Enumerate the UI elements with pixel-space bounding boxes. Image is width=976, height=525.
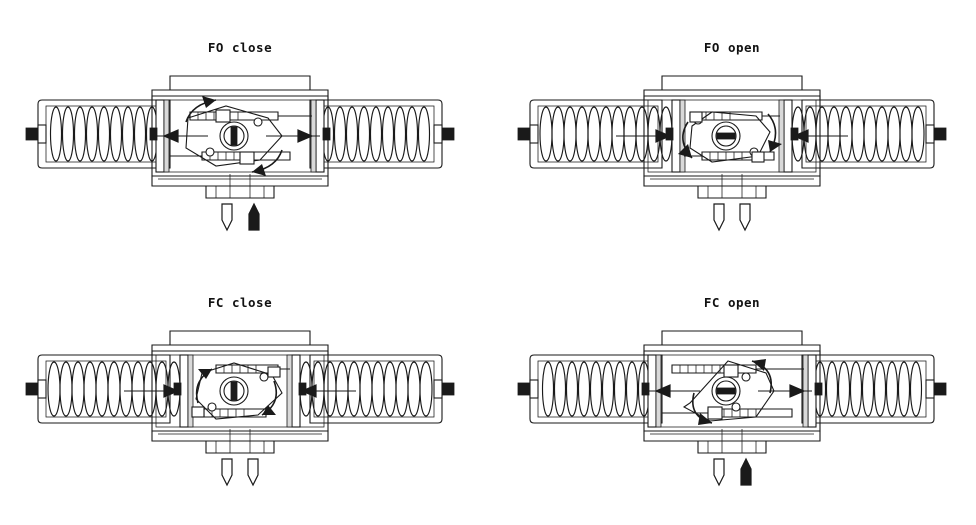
- diagram-panel-fo-close: FO close: [20, 40, 460, 270]
- diagram-panel-fc-close: FC close: [20, 295, 460, 525]
- panel-title-fo-close: FO close: [207, 40, 273, 55]
- panel-title-fc-close: FC close: [207, 295, 273, 310]
- port-arrow-supply: [248, 202, 260, 231]
- port-arrow-exhaust: [713, 203, 725, 232]
- port-arrow-exhaust: [739, 203, 751, 232]
- port-arrow-exhaust: [713, 458, 725, 487]
- port-arrow-exhaust: [247, 458, 259, 487]
- port-arrow-exhaust: [221, 458, 233, 487]
- actuator-drawing-fo-close: [20, 56, 460, 270]
- diagram-canvas: FO close: [20, 40, 952, 487]
- diagram-panel-fo-open: FO open: [512, 40, 952, 270]
- actuator-drawing-fo-open: [512, 56, 952, 270]
- panel-title-fo-open: FO open: [703, 40, 761, 55]
- actuator-drawing-fc-close: [20, 311, 460, 525]
- actuator-drawing-fc-open: [512, 311, 952, 525]
- panel-title-fc-open: FC open: [703, 295, 761, 310]
- port-arrow-supply: [740, 457, 752, 486]
- diagram-panel-fc-open: FC open: [512, 295, 952, 525]
- port-arrow-exhaust: [221, 203, 233, 232]
